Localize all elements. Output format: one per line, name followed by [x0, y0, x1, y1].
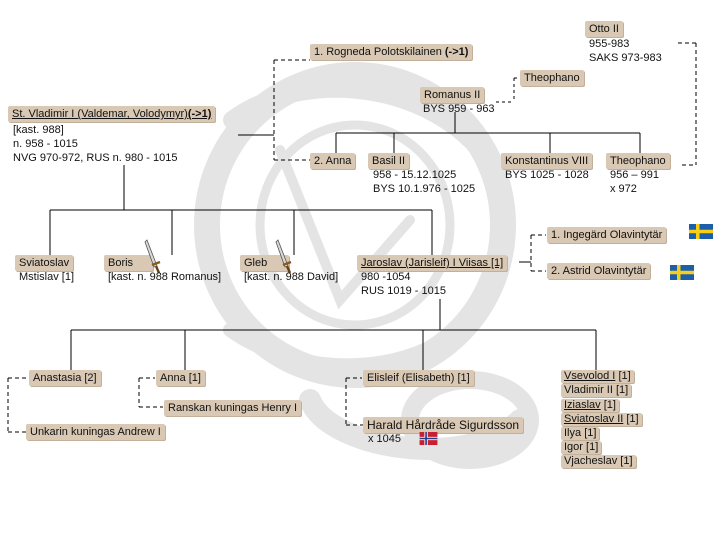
list-item-son[interactable]: Iziaslav [1]	[561, 399, 619, 412]
person-theophano-top[interactable]: Theophano	[520, 70, 584, 86]
person-rogneda-marker: (->1)	[444, 46, 469, 58]
person-anna-wife[interactable]: 2. Anna	[310, 153, 356, 169]
list-item-son[interactable]: Vjacheslav [1]	[561, 455, 636, 468]
list-item-son[interactable]: Igor [1]	[561, 441, 602, 454]
person-harald-details: x 1045	[368, 433, 402, 445]
person-jaroslav-details: 980 -1054 RUS 1019 - 1015	[361, 271, 446, 297]
sword-icon	[275, 239, 292, 274]
watermark-seal-icon	[194, 62, 539, 469]
person-theophano-child-details: 956 – 991 x 972	[610, 169, 659, 195]
person-vladimir-details: [kast. 988] n. 958 - 1015 NVG 970-972, R…	[13, 124, 178, 164]
sword-icon	[144, 239, 161, 274]
list-item-son[interactable]: Vsevolod I [1]	[561, 370, 634, 383]
sweden-flag-icon	[670, 265, 694, 280]
sweden-flag-icon	[689, 224, 713, 239]
person-sviatoslav-details: Mstislav [1]	[19, 271, 75, 283]
person-romanus-details: BYS 959 - 963	[423, 103, 495, 115]
person-jaroslav[interactable]: Jaroslav (Jarisleif) I Viisas [1]	[357, 255, 508, 271]
person-gleb-details: [kast. n. 988 David]	[244, 271, 339, 283]
list-item-son[interactable]: Ilya [1]	[561, 427, 600, 440]
person-sviatoslav[interactable]: Sviatoslav	[15, 255, 74, 271]
person-otto[interactable]: Otto II	[585, 21, 623, 37]
list-item-son[interactable]: Vladimir II [1]	[561, 384, 632, 397]
list-item-son[interactable]: Sviatoslav II [1]	[561, 413, 642, 426]
person-harald[interactable]: Harald Hårdråde Sigurdsson	[363, 417, 524, 433]
person-boris-details: [kast. n. 988 Romanus]	[108, 271, 222, 283]
person-andrew[interactable]: Unkarin kuningas Andrew I	[26, 424, 165, 440]
person-vladimir-name: St. Vladimir I (Valdemar, Volodymyr)	[12, 108, 188, 120]
person-ingegard[interactable]: 1. Ingegärd Olavintytär	[547, 227, 667, 243]
person-otto-details: 955-983 SAKS 973-983	[589, 38, 662, 64]
person-gleb[interactable]: Gleb	[240, 255, 290, 271]
person-theophano-child[interactable]: Theophano	[606, 153, 670, 169]
person-elisleif[interactable]: Elisleif (Elisabeth) [1]	[363, 370, 474, 386]
person-romanus[interactable]: Romanus II	[420, 87, 485, 103]
person-rogneda-name: 1. Rogneda Polotskilainen	[314, 46, 442, 58]
person-boris[interactable]: Boris	[104, 255, 154, 271]
person-basil[interactable]: Basil II	[368, 153, 410, 169]
person-konstantinus-details: BYS 1025 - 1028	[505, 169, 589, 181]
person-astrid[interactable]: 2. Astrid Olavintytär	[547, 263, 651, 279]
person-vladimir[interactable]: St. Vladimir I (Valdemar, Volodymyr)(->1…	[8, 106, 216, 122]
norway-flag-icon	[419, 432, 438, 445]
person-vladimir-marker: (->1)	[187, 108, 212, 120]
person-rogneda[interactable]: 1. Rogneda Polotskilainen (->1)	[310, 44, 473, 60]
person-anna-child[interactable]: Anna [1]	[156, 370, 205, 386]
person-anastasia[interactable]: Anastasia [2]	[29, 370, 101, 386]
person-henry[interactable]: Ranskan kuningas Henry I	[164, 400, 302, 416]
person-konstantinus[interactable]: Konstantinus VIII	[501, 153, 593, 169]
person-basil-details: 958 - 15.12.1025 BYS 10.1.976 - 1025	[373, 169, 476, 195]
